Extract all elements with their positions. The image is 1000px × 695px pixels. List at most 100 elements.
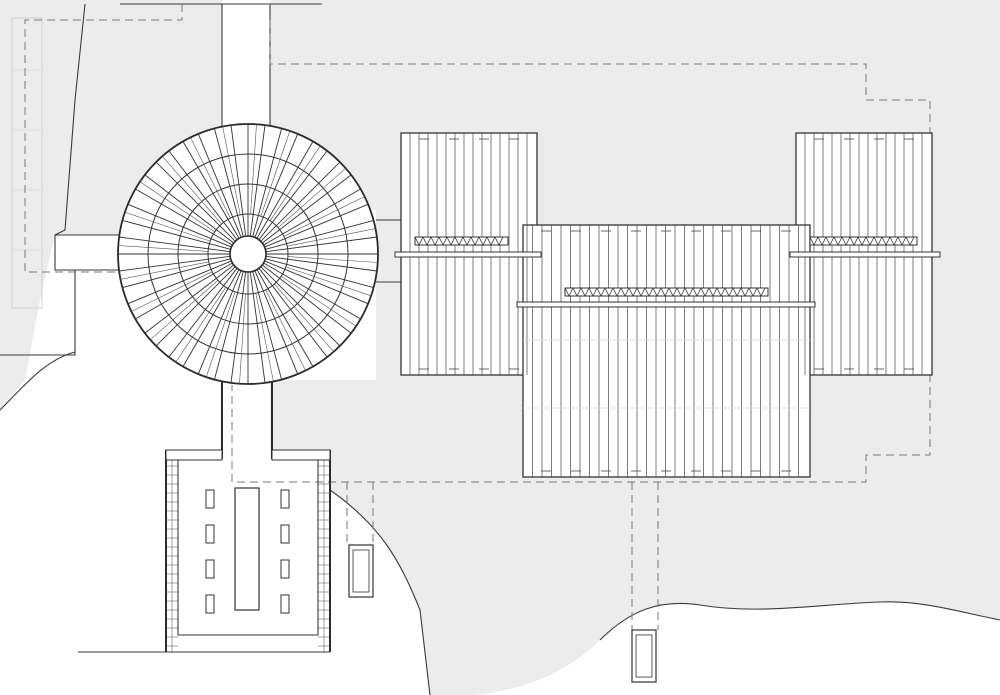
gallery-central-skylight: [234, 487, 260, 611]
dome-rib: [144, 174, 234, 244]
dome-sub-rib: [281, 275, 357, 327]
beam-right: [789, 251, 941, 258]
dome-sub-rib: [265, 289, 306, 371]
truss-segment: [422, 236, 432, 246]
truss-segment: [564, 287, 574, 297]
truss-segment: [817, 236, 827, 246]
dome-sub-rib: [131, 271, 213, 312]
gallery-window: [205, 594, 215, 614]
dome-rib: [264, 260, 369, 305]
bench-south-2: [631, 629, 657, 683]
truss-segment: [684, 287, 694, 297]
truss-segment: [732, 287, 742, 297]
dome-rib: [135, 262, 233, 320]
dome-rib: [213, 271, 244, 380]
dome-sub-rib: [150, 280, 219, 340]
truss-segment: [588, 287, 598, 297]
truss-segment: [660, 287, 670, 297]
dome-rib: [249, 125, 266, 237]
truss-segment: [865, 236, 875, 246]
dome-rib: [258, 150, 328, 240]
dome-rib: [197, 133, 242, 238]
truss-segment: [833, 236, 843, 246]
left-building-bays: [11, 17, 43, 309]
truss-segment: [708, 287, 718, 297]
skylight-strip-right: [809, 236, 918, 246]
truss-segment: [446, 236, 456, 246]
dome-rib: [258, 268, 328, 358]
truss-segment: [438, 236, 448, 246]
gallery-window: [205, 489, 215, 509]
curved-ground-edge-lower: [599, 601, 1000, 641]
truss-segment: [748, 287, 758, 297]
dome-sub-rib: [287, 256, 378, 263]
truss-segment: [580, 287, 590, 297]
truss-segment: [873, 236, 883, 246]
truss-segment: [841, 236, 851, 246]
truss-segment: [756, 287, 766, 297]
truss-segment: [700, 287, 710, 297]
skylight-truss-marks: [414, 236, 915, 297]
truss-segment: [905, 236, 915, 246]
truss-segment: [857, 236, 867, 246]
curved-ground-edge: [329, 489, 431, 695]
dome-rib: [127, 260, 232, 305]
gallery-window: [280, 524, 290, 544]
dome-rib: [263, 262, 361, 320]
truss-segment: [414, 236, 424, 246]
dome-rib: [197, 270, 242, 375]
truss-segment: [572, 287, 582, 297]
truss-segment: [486, 236, 496, 246]
left-dashed-boundary: [24, 4, 183, 273]
dome-rib: [230, 125, 247, 237]
truss-segment: [604, 287, 614, 297]
dome-sub-rib: [118, 245, 209, 252]
gallery-building: [165, 449, 331, 653]
dome-sub-rib: [285, 266, 372, 297]
dome-rib: [265, 236, 377, 253]
truss-segment: [620, 287, 630, 297]
beam-center: [516, 301, 816, 308]
dome-rib: [119, 236, 231, 253]
dome-rib: [254, 133, 299, 238]
dome-rib: [122, 219, 231, 250]
bench-south-1-inner: [352, 549, 370, 593]
dome-rib: [265, 219, 374, 250]
dome-rib: [249, 271, 266, 383]
dome-rib: [230, 271, 247, 383]
dome-sub-rib: [283, 196, 365, 237]
dome-rib: [252, 128, 283, 237]
dome-oculus: [229, 235, 267, 273]
dome-rib: [182, 269, 240, 367]
left-building-outline: [0, 3, 86, 356]
dome-sub-rib: [250, 124, 257, 215]
truss-segment: [724, 287, 734, 297]
dome-rib: [265, 258, 374, 289]
dome-sub-rib: [287, 228, 376, 247]
dome-rib: [168, 268, 238, 358]
truss-segment: [430, 236, 440, 246]
dome-sub-rib: [205, 291, 236, 378]
truss-segment: [897, 236, 907, 246]
truss-segment: [676, 287, 686, 297]
truss-segment: [478, 236, 488, 246]
gallery-wall-courses: [166, 460, 330, 652]
truss-segment: [636, 287, 646, 297]
dome-sub-rib: [139, 181, 215, 233]
dome-rib: [264, 203, 369, 248]
dome-rib: [262, 264, 352, 334]
truss-segment: [596, 287, 606, 297]
dome-rib: [213, 128, 244, 237]
dome-sub-rib: [190, 137, 231, 219]
dome-sub-rib: [239, 293, 246, 384]
dashed-path-south-2: [631, 482, 659, 630]
skylight-strip-center: [564, 287, 769, 297]
dome-sub-rib: [255, 293, 274, 382]
truss-segment: [881, 236, 891, 246]
gallery-window: [205, 559, 215, 579]
gallery-window: [280, 559, 290, 579]
truss-segment: [470, 236, 480, 246]
dome-rib: [260, 161, 341, 242]
dome-rib: [168, 150, 238, 240]
